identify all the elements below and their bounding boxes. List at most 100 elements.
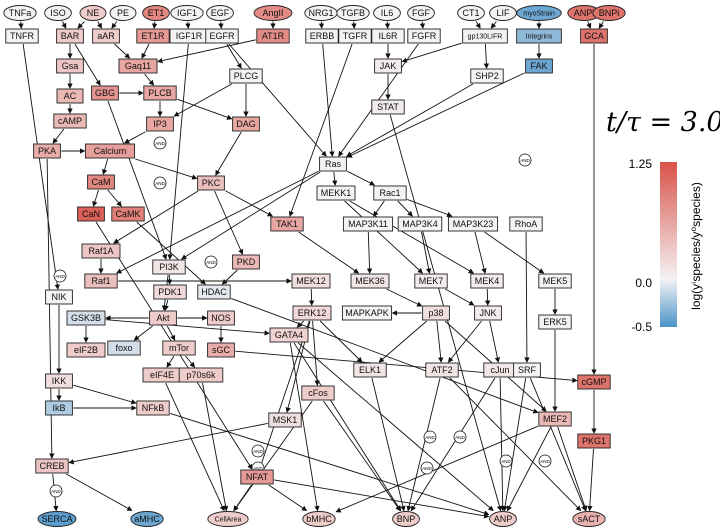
node-ip3: IP3 xyxy=(146,116,174,132)
and-gate-circle xyxy=(153,176,167,190)
node-mek4: MEK4 xyxy=(470,273,504,289)
node-ikk: IKK xyxy=(45,373,73,389)
node-hdac: HDAC xyxy=(197,284,231,300)
edge-BAR-GBG xyxy=(74,43,101,86)
and-gate-label: AND xyxy=(422,466,432,471)
node-shape xyxy=(414,273,448,289)
node-label: PKC xyxy=(202,178,221,188)
node-ras: Ras xyxy=(319,156,347,172)
edge-Ras-Raf1 xyxy=(116,170,319,274)
edge-Rac1-MAP3K4 xyxy=(397,200,413,217)
node-label: aMHC xyxy=(134,514,160,524)
and-gate-label: AND xyxy=(425,435,435,440)
node-shape xyxy=(91,85,119,101)
edge-p38-ELK1 xyxy=(378,320,428,363)
node-can: CaN xyxy=(77,206,105,222)
node-gbg: GBG xyxy=(91,85,119,101)
and-gate: AND xyxy=(538,454,552,468)
node-shape xyxy=(253,5,293,21)
edge-Ras-Rac1 xyxy=(347,170,376,186)
and-gate-label: AND xyxy=(206,260,216,265)
node-raf1a: Raf1A xyxy=(81,243,121,259)
and-gate-label: AND xyxy=(455,435,465,440)
edge-Akt-mTor xyxy=(166,325,176,341)
edge-MEK7-JNK xyxy=(445,288,475,306)
node-shape xyxy=(136,400,170,416)
node-label: HDAC xyxy=(201,287,227,297)
edge-NFkB-ANP xyxy=(170,413,490,516)
and-gate: AND xyxy=(453,430,467,444)
node-label: IGF1R xyxy=(176,31,203,41)
node-label: SHP2 xyxy=(475,71,499,81)
node-shape xyxy=(538,314,572,330)
edge-LIF-gp130LIFR xyxy=(490,21,497,29)
node-shape xyxy=(374,58,402,74)
node-jak: JAK xyxy=(374,58,402,74)
node-calcium: Calcium xyxy=(84,143,136,159)
node-shape xyxy=(205,28,239,44)
node-mek7: MEK7 xyxy=(414,273,448,289)
edge-gp130LIFR-JAK xyxy=(401,42,462,63)
node-mapkapk: MAPKAPK xyxy=(341,305,393,321)
edge-ISO-BAR xyxy=(61,21,67,29)
node-label: p38 xyxy=(428,308,443,318)
edge-ELK1-BNP xyxy=(371,377,406,512)
node-shape xyxy=(197,175,225,191)
node-mtor: mTor xyxy=(162,340,196,356)
node-label: NFkB xyxy=(142,403,165,413)
edge-AT1R-Gaq11 xyxy=(157,39,256,64)
node-shape xyxy=(149,310,177,326)
node-camk: CaMK xyxy=(111,206,145,222)
node-label: IKK xyxy=(52,376,67,386)
edge-ERK12-NFAT xyxy=(258,320,310,470)
edge-GBG-PI3K xyxy=(107,100,168,260)
edge-JNK-ATF2 xyxy=(447,320,482,363)
node-shape xyxy=(35,458,69,474)
edge-p38-ATF2 xyxy=(436,320,444,363)
and-gate: AND xyxy=(423,430,437,444)
node-shape xyxy=(240,469,274,485)
node-shape xyxy=(350,273,390,289)
node-label: IL6R xyxy=(378,31,398,41)
node-elk1: ELK1 xyxy=(353,362,387,378)
node-label: PKD xyxy=(237,257,256,267)
and-gate-label: AND xyxy=(55,274,65,279)
edge-JNK-cJun xyxy=(489,320,501,363)
node-camp: cAMP xyxy=(53,113,87,129)
node-label: JAK xyxy=(380,61,397,71)
node-label: Integrins xyxy=(526,33,553,40)
node-label: MAP3K23 xyxy=(453,219,494,229)
node-shape xyxy=(338,28,372,44)
node-pkc: PKC xyxy=(197,175,225,191)
node-shape xyxy=(87,174,115,190)
node-label: TGFB xyxy=(341,8,365,18)
node-shape xyxy=(572,511,606,527)
node-gata4: GATA4 xyxy=(269,327,309,343)
node-shape xyxy=(457,5,485,21)
node-label: SERCA xyxy=(41,514,72,524)
node-mekk1: MEKK1 xyxy=(316,185,356,201)
node-shape xyxy=(53,113,87,129)
edge-GATA4-ANP xyxy=(298,342,494,512)
node-pkg1: PKG1 xyxy=(577,433,611,449)
edge-ET1R-Gaq11 xyxy=(141,43,150,59)
node-label: Ras xyxy=(325,159,342,169)
edge-IKK-NFkB xyxy=(73,384,137,405)
node-et1r: ET1R xyxy=(136,28,170,44)
node-eif2b: eIF2B xyxy=(66,342,106,358)
node-label: Gsa xyxy=(62,61,79,71)
node-label: IL6 xyxy=(381,8,394,18)
edge-layer xyxy=(18,21,604,519)
node-label: EGF xyxy=(211,8,230,18)
node-ac: AC xyxy=(56,88,84,104)
node-label: CaMK xyxy=(115,209,140,219)
node-shape xyxy=(292,305,332,321)
and-gate-label: AND xyxy=(501,459,511,464)
node-label: IP3 xyxy=(153,119,167,129)
node-il6: IL6 xyxy=(373,5,401,21)
node-shape xyxy=(470,273,504,289)
and-gate-circle xyxy=(53,269,67,283)
node-label: MEF2 xyxy=(543,414,567,424)
node-label: AC xyxy=(64,91,77,101)
